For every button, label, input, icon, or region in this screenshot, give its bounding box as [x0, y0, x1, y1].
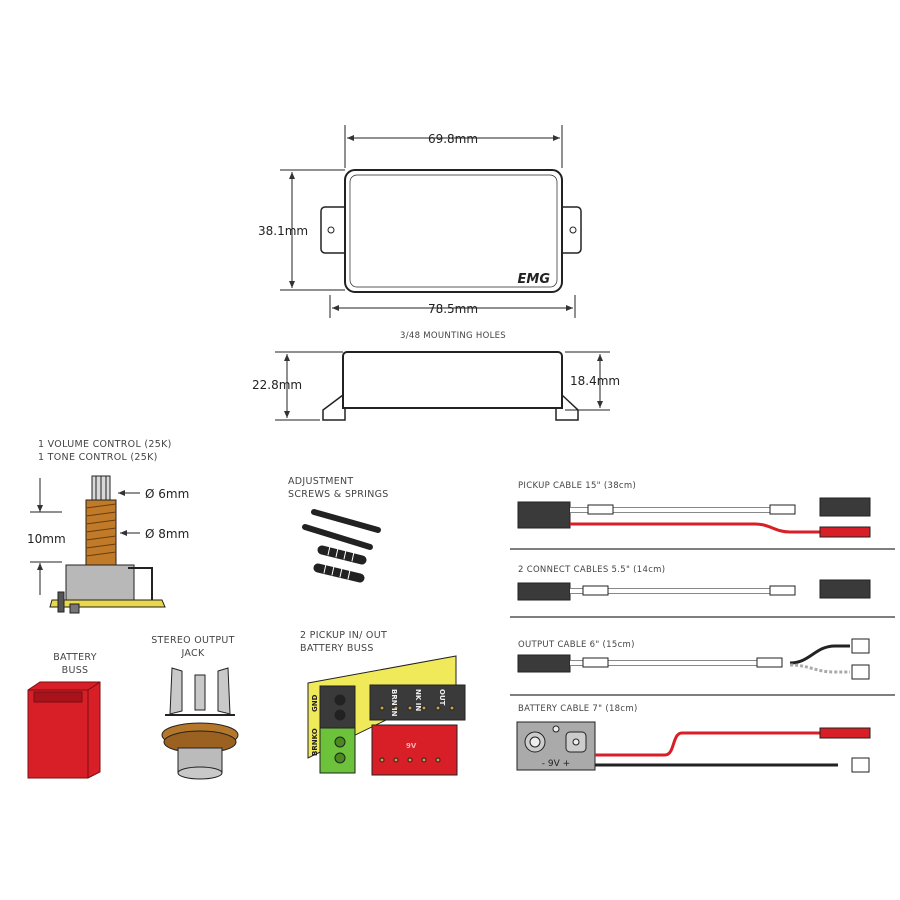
battery-clip-marking: - 9V +: [542, 759, 570, 769]
board-label-brnko: BRNKO: [311, 728, 319, 756]
battery-buss-label-2: BUSS: [62, 665, 89, 676]
cable-label-battery: BATTERY CABLE 7" (18cm): [518, 704, 638, 714]
cable-label-pickup: PICKUP CABLE 15" (38cm): [518, 481, 636, 491]
pot-length: 10mm: [27, 532, 66, 546]
dimension-height: 38.1mm: [258, 224, 308, 238]
jack-label-2: JACK: [180, 648, 204, 659]
board-label-9v: 9V: [406, 742, 417, 750]
pickup-buss-label-2: BATTERY BUSS: [300, 643, 374, 654]
battery-cable-icon: [516, 721, 871, 773]
dimension-width-top: 69.8mm: [428, 132, 478, 146]
mounting-holes-label: 3/48 MOUNTING HOLES: [400, 331, 506, 341]
dimension-height-feet: 22.8mm: [252, 378, 302, 392]
dimension-width-tabs: 78.5mm: [428, 302, 478, 316]
connect-cable-icon: [517, 579, 871, 601]
dimension-body-height: 18.4mm: [570, 374, 620, 388]
battery-buss-icon: [27, 681, 101, 779]
pot-thread-diameter: Ø 8mm: [145, 527, 189, 541]
jack-label-1: STEREO OUTPUT: [151, 635, 235, 646]
cable-label-output: OUTPUT CABLE 6" (15cm): [518, 640, 635, 650]
board-label-nk-in: NK IN: [414, 689, 422, 711]
board-label-gnd: GND: [311, 694, 319, 712]
potentiometer-icon: [30, 475, 166, 614]
cable-label-connect: 2 CONNECT CABLES 5.5" (14cm): [518, 565, 665, 575]
pickup-cable-icon: [517, 497, 871, 538]
pickup-buss-label-1: 2 PICKUP IN/ OUT: [300, 630, 387, 641]
stereo-jack-icon: [161, 667, 239, 780]
screws-springs-icon: [302, 509, 381, 583]
screws-label-2: SCREWS & SPRINGS: [288, 489, 389, 500]
battery-buss-label-1: BATTERY: [53, 652, 97, 663]
pickup-side-view: [275, 351, 610, 421]
pots-label-tone: 1 TONE CONTROL (25K): [38, 452, 158, 463]
pot-shaft-diameter: Ø 6mm: [145, 487, 189, 501]
pickup-buss-board-icon: [307, 655, 466, 776]
board-label-brn-in: BRN IN: [390, 689, 398, 717]
screws-label-1: ADJUSTMENT: [288, 476, 354, 487]
cable-section-separators: [510, 548, 895, 696]
board-label-out: OUT: [438, 689, 446, 706]
emg-logo: EMG: [518, 272, 551, 287]
output-cable-icon: [517, 638, 870, 680]
pots-label-volume: 1 VOLUME CONTROL (25K): [38, 439, 172, 450]
pickup-top-view: [280, 125, 582, 318]
